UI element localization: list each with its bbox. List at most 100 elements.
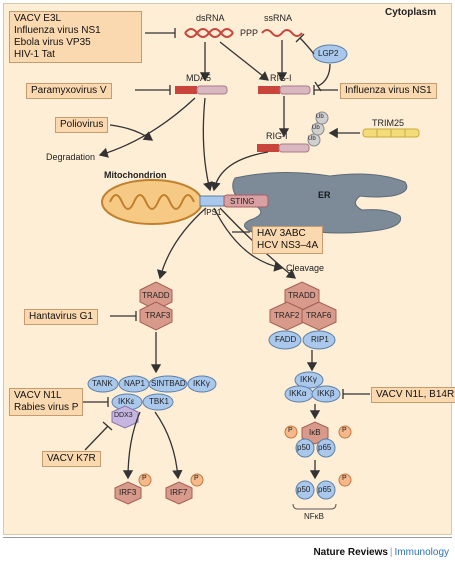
tank-shape [87, 375, 119, 393]
ikb-phospho-right [338, 425, 352, 439]
ssrna-label: ssRNA [264, 13, 293, 23]
ub-label-2: Ub [312, 125, 320, 131]
ddx3-label: DDX3 [114, 412, 133, 419]
rip1-label: RIP1 [311, 335, 329, 344]
journal-separator: | [389, 547, 393, 558]
mitochondrion-label: Mitochondrion [104, 170, 167, 180]
degradation-label: Degradation [46, 152, 96, 162]
trim25-label: TRIM25 [372, 118, 405, 128]
p65-upper-label: p65 [318, 443, 332, 452]
p65-lower-label: p65 [318, 485, 332, 494]
dsrna-label: dsRNA [196, 13, 225, 23]
mda5-label: MDA5 [186, 73, 212, 83]
ikkg-right-label: IKKγ [300, 375, 317, 384]
sintbad-label: SINTBAD [151, 379, 186, 388]
traf3-shape [139, 301, 173, 331]
ikkb-shape [311, 385, 341, 403]
journal-credit: Nature Reviews|Immunology [313, 547, 449, 558]
nap1-label: NAP1 [124, 379, 145, 388]
inhibitor-line-1: VACV E3L [14, 13, 62, 24]
footer-rule [3, 537, 452, 538]
irf3-label: IRF3 [119, 488, 137, 497]
tradd-left-label: TRADD [142, 291, 170, 300]
irf3-p-label: P [142, 475, 147, 482]
inhibitor-line-2: Influenza virus NS1 [14, 25, 101, 36]
ips1-label: IPS1 [204, 208, 222, 217]
fadd-shape [268, 330, 302, 350]
rigi-mid-label: RIG-I [266, 131, 288, 141]
lgp2-shape [312, 44, 348, 64]
ppp-label: PPP [240, 28, 259, 38]
irf7-phospho [190, 473, 204, 487]
mda5-bar [175, 85, 228, 95]
ikkg-left-shape [187, 375, 217, 393]
inhibitor-hantavirus: Hantavirus G1 [24, 309, 98, 325]
traf3-label: TRAF3 [145, 311, 171, 320]
irf7-label: IRF7 [170, 488, 188, 497]
rigi-top-bar [258, 85, 311, 95]
rabies-line: Rabies virus P [14, 402, 79, 413]
traf6-label: TRAF6 [306, 311, 332, 320]
p65-lower-shape [316, 480, 336, 500]
cleavage-label: Cleavage [286, 263, 325, 273]
p50-lower-shape [295, 480, 315, 500]
compartment-label: Cytoplasm [385, 7, 437, 18]
inhibitor-influenza-ns1: Influenza virus NS1 [340, 83, 437, 99]
irf3-shape [114, 481, 142, 505]
traf2-label: TRAF2 [274, 311, 300, 320]
lgp2-label: LGP2 [318, 49, 339, 58]
inhibitor-line-3: Ebola virus VP35 [14, 37, 91, 48]
inhibitor-box-top-left: VACV E3L Influenza virus NS1 Ebola virus… [9, 11, 142, 63]
nfkb-label: NFκB [304, 512, 324, 521]
hcv-line: HCV NS3–4A [257, 240, 319, 251]
p65-p-label: P [342, 475, 347, 482]
rigi-top-label: RIG-I [270, 73, 292, 83]
p65-phospho [338, 473, 352, 487]
tradd-right-label: TRADD [288, 291, 316, 300]
p50-upper-label: p50 [297, 443, 311, 452]
fadd-label: FADD [275, 335, 297, 344]
ips1-bar [199, 195, 225, 207]
ikkg-left-label: IKKγ [193, 379, 210, 388]
inhibitor-paramyxovirus: Paramyxovirus V [26, 83, 112, 99]
rip1-shape [302, 330, 336, 350]
sting-label: STING [230, 197, 255, 206]
tbk1-shape [142, 393, 174, 411]
journal-section: Immunology [394, 547, 449, 558]
inhibitor-vacv-n1l-rabies: VACV N1L Rabies virus P [9, 388, 84, 416]
pathway-connectors [62, 28, 370, 480]
irf7-p-label: P [194, 475, 199, 482]
sintbad-shape [148, 375, 188, 393]
ikb-label: IκB [309, 428, 321, 437]
journal-name: Nature Reviews [313, 547, 388, 558]
p50-lower-label: p50 [297, 485, 311, 494]
ddx3-shape [111, 405, 139, 429]
ikb-p-left-label: P [288, 427, 293, 434]
hav-line: HAV 3ABC [257, 228, 306, 239]
sting-bar [223, 194, 269, 208]
ikb-phospho-left [284, 425, 298, 439]
p65-upper-shape [316, 438, 336, 458]
rigi-mid-bar [257, 143, 310, 153]
inhibitor-vacv-k7r: VACV K7R [42, 451, 101, 467]
tradd-left-shape [139, 281, 173, 311]
ssrna-strand [261, 29, 303, 37]
trim25-bar [362, 128, 420, 138]
vacv-n1l-line: VACV N1L [14, 390, 62, 401]
er-label: ER [318, 190, 331, 200]
er-shape [232, 171, 408, 235]
tank-label: TANK [92, 379, 113, 388]
nfkb-bracket [292, 503, 337, 510]
inhibitor-vacv-n1l-b14r: VACV N1L, B14R [371, 387, 455, 403]
ikkb-label: IKKβ [317, 389, 335, 398]
ikka-label: IKKα [289, 389, 307, 398]
ikke-label: IKKε [118, 397, 135, 406]
irf3-phospho [138, 473, 152, 487]
p50-upper-shape [295, 438, 315, 458]
ikb-shape [301, 421, 329, 445]
ub-label-3: Ub [316, 114, 324, 120]
inhibitor-line-4: HIV-1 Tat [14, 49, 55, 60]
inhibitor-poliovirus: Poliovirus [55, 117, 109, 133]
dsrna-helix [184, 28, 234, 38]
